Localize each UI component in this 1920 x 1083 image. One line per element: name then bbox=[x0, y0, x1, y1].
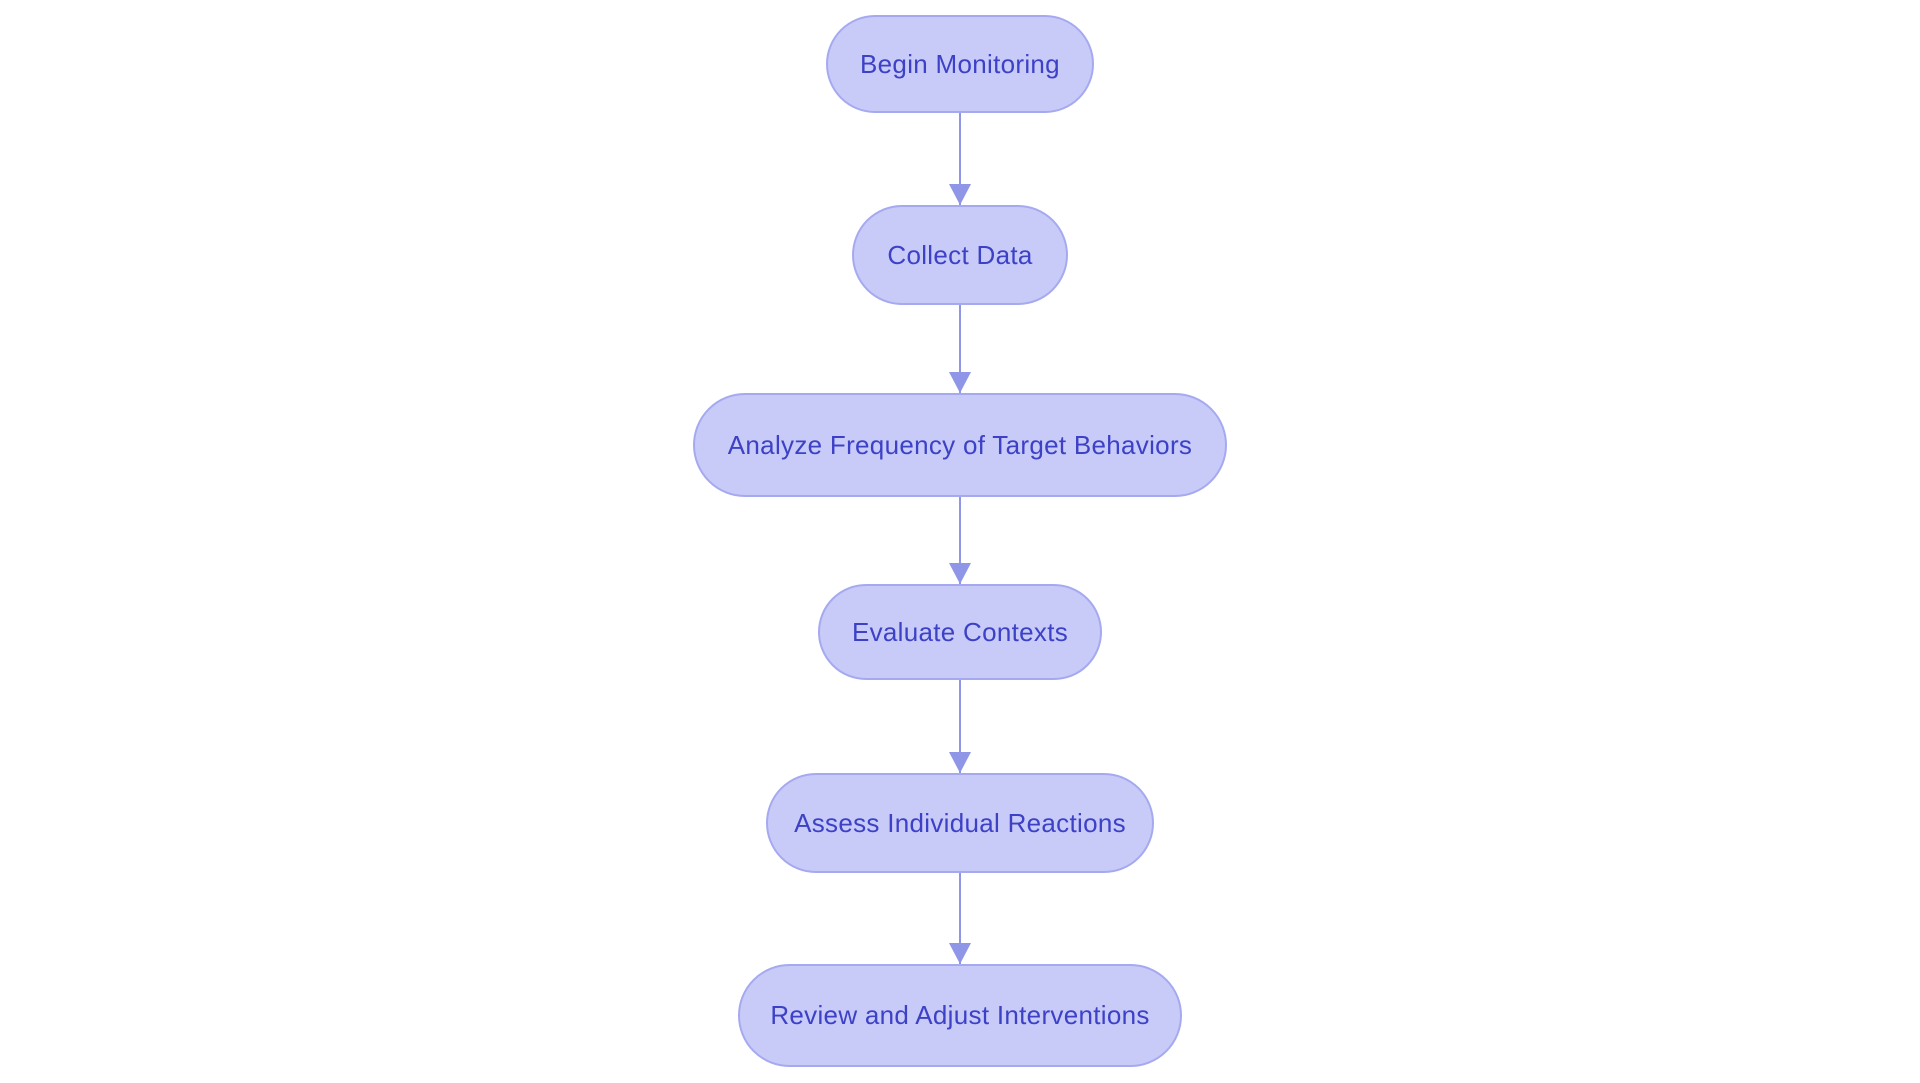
flow-arrow-down-2 bbox=[958, 305, 962, 393]
flow-node-label: Analyze Frequency of Target Behaviors bbox=[727, 429, 1193, 460]
flow-arrow-down-1 bbox=[958, 113, 962, 205]
flow-node-label: Begin Monitoring bbox=[860, 48, 1060, 79]
flow-node-label: Evaluate Contexts bbox=[851, 616, 1069, 647]
flow-node-evaluate-contexts: Evaluate Contexts bbox=[818, 584, 1102, 680]
flow-node-collect-data: Collect Data bbox=[852, 205, 1068, 305]
flow-node-assess-reactions: Assess Individual Reactions bbox=[766, 773, 1154, 873]
flow-node-begin-monitoring: Begin Monitoring bbox=[826, 15, 1094, 113]
flow-node-label: Review and Adjust Interventions bbox=[770, 1000, 1150, 1030]
flow-node-label: Collect Data bbox=[887, 239, 1033, 270]
flow-arrow-down-3 bbox=[958, 497, 962, 584]
flow-arrow-down-5 bbox=[958, 873, 962, 964]
flow-node-analyze-frequency: Analyze Frequency of Target Behaviors bbox=[693, 393, 1227, 497]
flow-node-review-adjust: Review and Adjust Interventions bbox=[738, 964, 1182, 1067]
flow-arrow-down-4 bbox=[958, 680, 962, 773]
flow-node-label: Assess Individual Reactions bbox=[794, 807, 1126, 838]
